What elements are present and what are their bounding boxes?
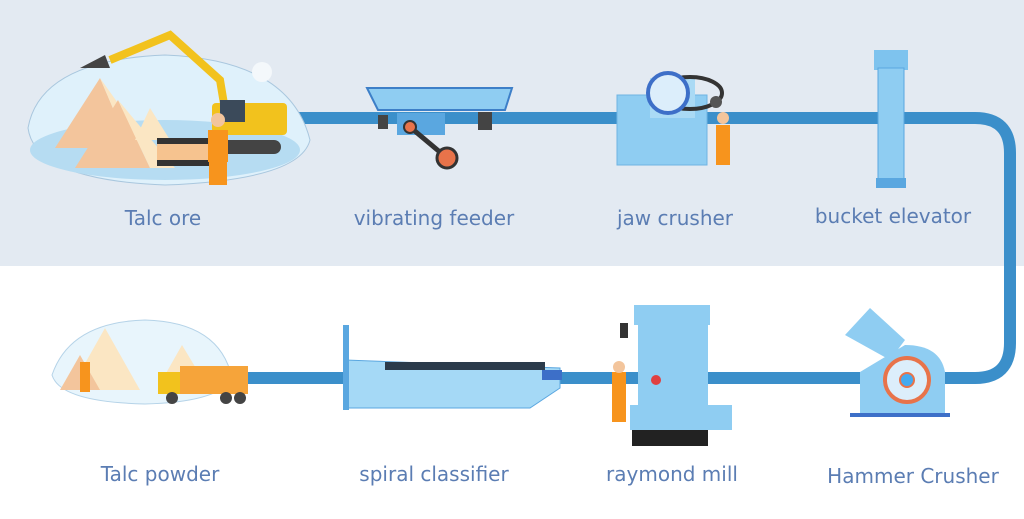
step-label-hammer-crusher: Hammer Crusher: [827, 464, 999, 488]
step-label-spiral-classifier: spiral classifier: [359, 462, 509, 486]
step-label-talc-ore: Talc ore: [124, 206, 202, 230]
jaw-crusher-icon: [616, 71, 730, 166]
vibrating-feeder-icon: [365, 87, 514, 170]
flow-pipe: [245, 112, 1016, 384]
step-label-jaw-crusher: jaw crusher: [616, 206, 734, 230]
talc-powder-truck-icon: [51, 319, 248, 405]
bucket-elevator-icon: [874, 50, 908, 188]
step-label-talc-powder: Talc powder: [100, 462, 220, 486]
step-label-raymond-mill: raymond mill: [606, 462, 738, 486]
spiral-classifier-icon: [343, 325, 562, 410]
step-label-bucket-elevator: bucket elevator: [814, 204, 972, 228]
step-label-vibrating-feeder: vibrating feeder: [353, 206, 515, 230]
talc-ore-quarry-icon: [27, 30, 311, 186]
raymond-mill-icon: [612, 305, 732, 446]
hammer-crusher-icon: [845, 308, 950, 417]
